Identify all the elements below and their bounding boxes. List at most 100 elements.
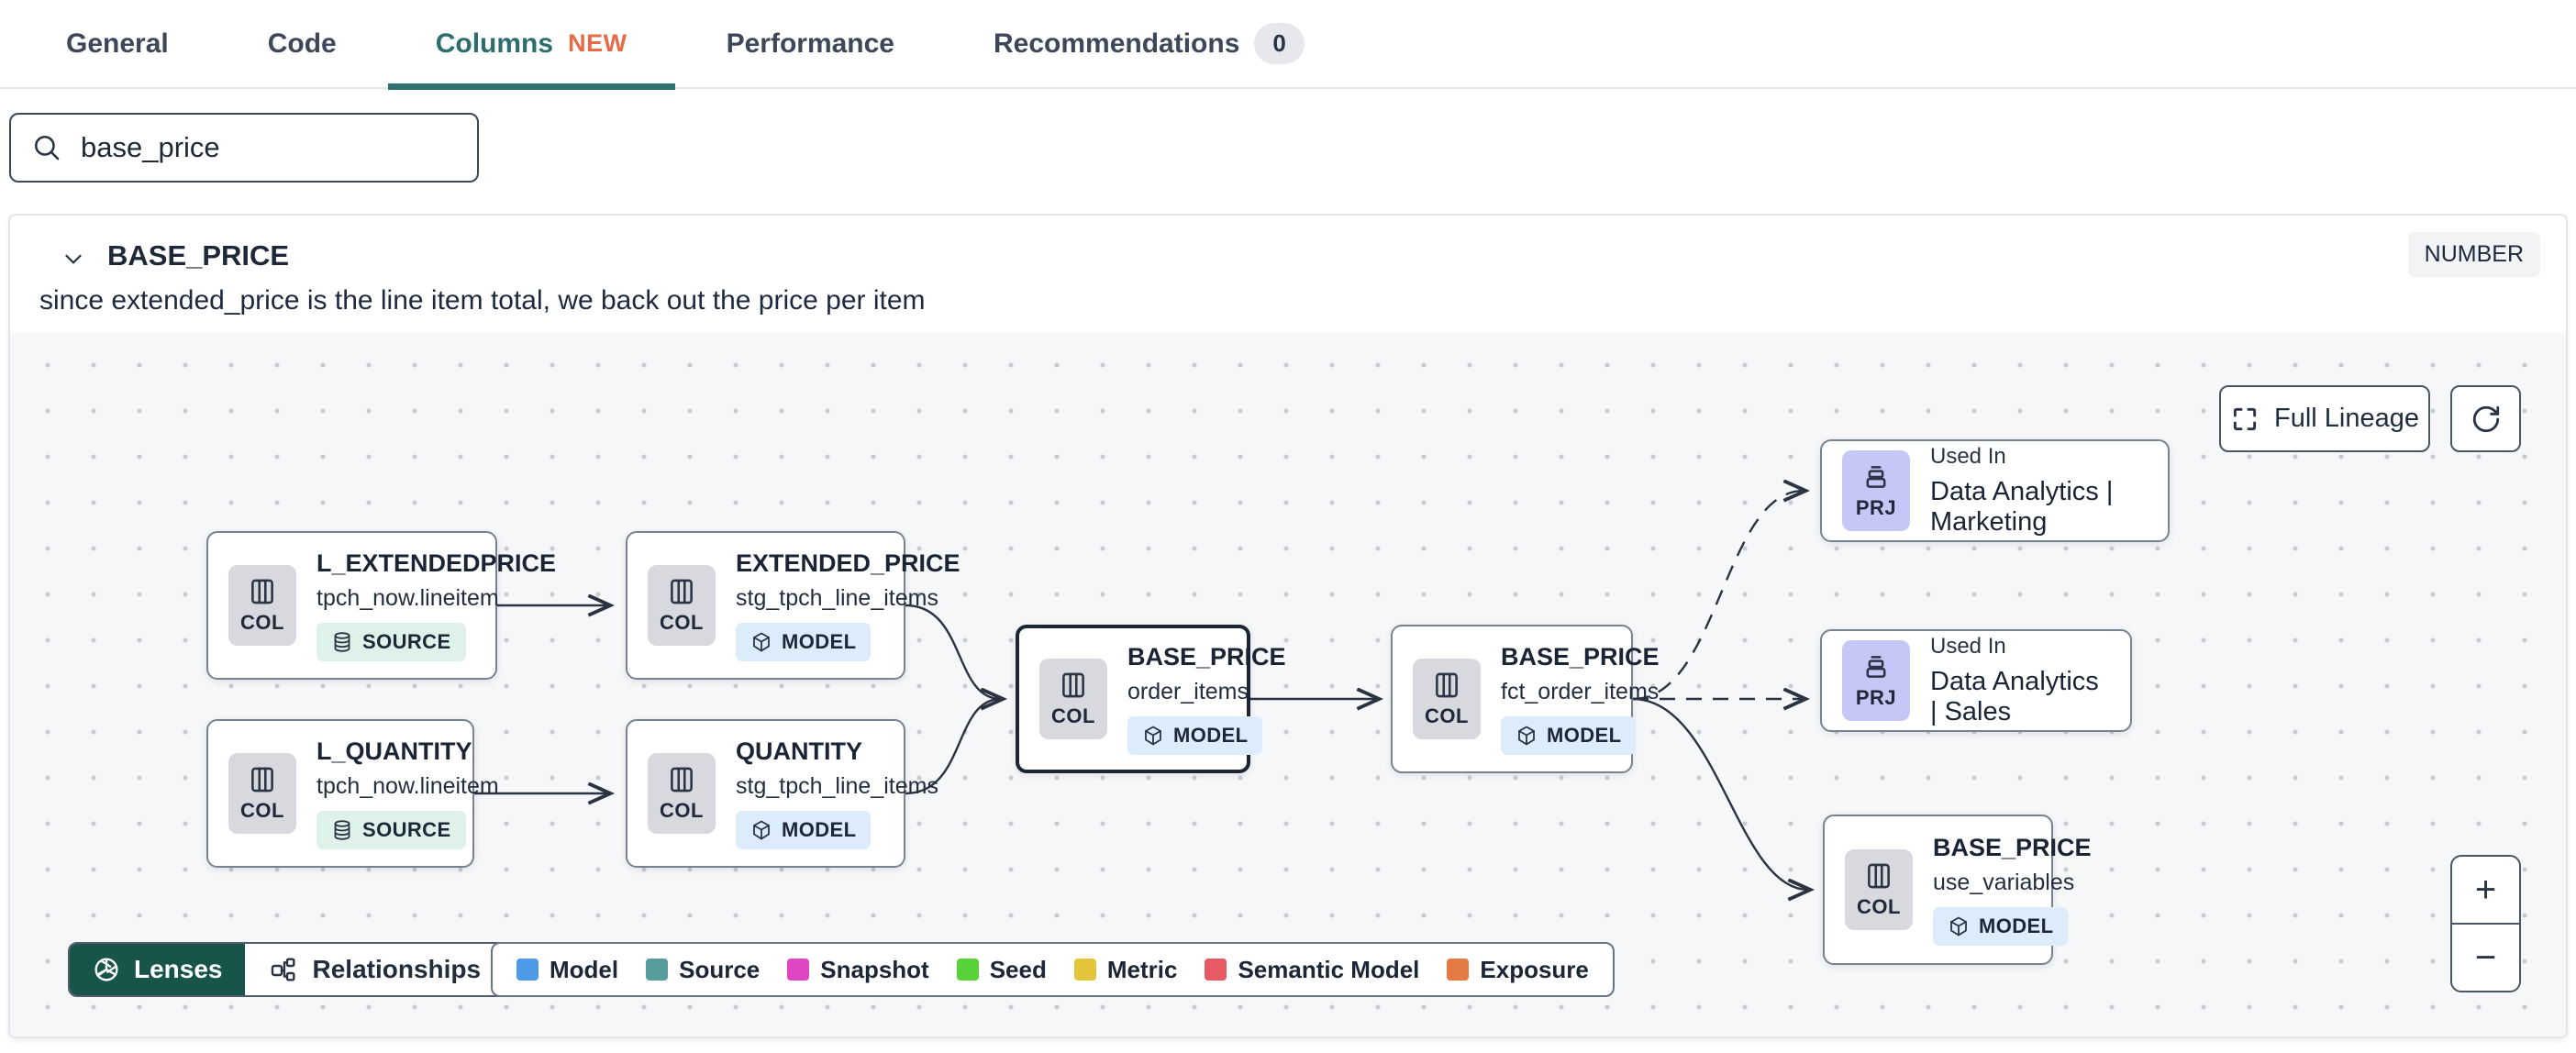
lineage-node-l-quantity[interactable]: COL L_QUANTITY tpch_now.lineitem SOURCE [206,719,499,868]
column-badge: COL [648,565,716,646]
lineage-edges [474,333,2566,1036]
node-subtitle: order_items [1127,679,1249,704]
full-lineage-button[interactable]: Full Lineage [2219,385,2430,452]
model-badge: MODEL [736,623,872,661]
legend-swatch [956,959,979,981]
legend-item-snapshot: Snapshot [787,956,929,984]
source-badge: SOURCE [316,623,466,661]
legend-swatch [1073,959,1096,981]
tab-code[interactable]: Code [268,0,337,88]
node-title: BASE_PRICE [1127,643,1286,671]
project-badge: PRJ [1842,640,1910,721]
column-card: BASE_PRICE NUMBER since extended_price i… [8,214,2568,1038]
lineage-node-base-price-order-items[interactable]: COL BASE_PRICE order_items MODEL [1016,625,1286,773]
cube-icon [753,820,770,840]
cube-icon [1518,726,1535,746]
model-badge: MODEL [736,811,872,849]
relationships-label: Relationships [312,955,482,983]
lineage-legend: Model Source Snapshot Seed Metric Semant… [491,942,1615,997]
search-row [0,89,2576,183]
chevron-down-icon[interactable] [60,245,87,272]
columns-icon [671,579,693,604]
tab-recommendations[interactable]: Recommendations 0 [994,0,1305,88]
refresh-button[interactable] [2450,385,2521,452]
lineage-node-extended-price[interactable]: COL EXTENDED_PRICE stg_tpch_line_items M… [626,531,960,680]
node-subtitle: tpch_now.lineitem [316,585,499,611]
node-title: Data Analytics | Sales [1930,667,2099,726]
legend-item-source: Source [646,956,760,984]
search-box[interactable] [9,113,479,183]
tab-columns[interactable]: Columns NEW [387,0,675,90]
tab-performance-label: Performance [726,28,894,59]
tab-general-label: General [66,28,169,59]
project-stack-icon [1866,656,1886,678]
lineage-node-quantity[interactable]: COL QUANTITY stg_tpch_line_items MODEL [626,719,938,868]
used-in-label: Used In [1930,634,2006,659]
node-subtitle: stg_tpch_line_items [736,773,938,799]
full-lineage-label: Full Lineage [2274,404,2419,433]
column-badge: COL [1845,849,1913,930]
legend-swatch [1205,959,1227,981]
model-badge: MODEL [1127,716,1263,755]
column-badge: COL [228,565,296,646]
column-description: since extended_price is the line item to… [39,285,926,316]
cube-icon [753,632,770,652]
lineage-node-used-in-marketing[interactable]: PRJ Used In Data Analytics | Marketing [1820,439,2170,542]
node-subtitle: stg_tpch_line_items [736,585,938,611]
used-in-label: Used In [1930,444,2006,469]
legend-item-model: Model [516,956,618,984]
recommendations-count-badge: 0 [1254,23,1305,64]
columns-icon [251,767,273,793]
relationships-icon [271,958,295,981]
expand-icon [2233,407,2257,430]
lenses-button[interactable]: Lenses [70,944,245,995]
lineage-graph[interactable]: COL L_EXTENDEDPRICE tpch_now.lineitem SO… [10,333,2566,1036]
column-badge: COL [228,753,296,834]
columns-icon [251,579,273,604]
legend-item-exposure: Exposure [1447,956,1589,984]
database-icon [334,632,350,652]
legend-swatch [1447,959,1470,981]
cube-icon [1145,726,1161,746]
tab-code-label: Code [267,28,337,59]
tab-performance[interactable]: Performance [727,0,894,88]
columns-icon [1868,863,1890,889]
lens-aperture-icon [94,958,118,981]
tab-general[interactable]: General [66,0,169,88]
node-title: L_QUANTITY [316,737,472,765]
legend-item-metric: Metric [1073,956,1177,984]
columns-icon [671,767,693,793]
column-badge: COL [1039,659,1107,739]
lineage-node-base-price-use-variables[interactable]: COL BASE_PRICE use_variables MODEL [1823,815,2092,965]
search-input[interactable] [81,131,457,164]
project-stack-icon [1866,466,1886,488]
columns-icon [1062,672,1084,698]
node-title: EXTENDED_PRICE [736,549,960,577]
node-title: BASE_PRICE [1933,834,2092,861]
columns-icon [1436,672,1458,698]
zoom-in-button[interactable]: + [2452,857,2519,925]
model-badge: MODEL [1501,716,1637,755]
node-title: Data Analytics | Marketing [1930,477,2114,537]
lineage-node-used-in-sales[interactable]: PRJ Used In Data Analytics | Sales [1820,629,2132,732]
legend-item-semantic-model: Semantic Model [1205,956,1419,984]
lineage-node-l-extendedprice[interactable]: COL L_EXTENDEDPRICE tpch_now.lineitem SO… [206,531,556,680]
source-badge: SOURCE [316,811,466,849]
node-subtitle: fct_order_items [1501,679,1660,704]
graph-toolbar: Lenses Relationships [68,942,546,997]
lineage-node-base-price-fct-order-items[interactable]: COL BASE_PRICE fct_order_items MODEL [1391,625,1660,773]
tab-bar: General Code Columns NEW Performance Rec… [0,0,2576,90]
node-title: BASE_PRICE [1501,643,1660,671]
cube-icon [1950,916,1967,937]
refresh-icon [2472,405,2499,432]
column-name: BASE_PRICE [107,239,290,272]
node-title: QUANTITY [736,737,862,765]
tab-recommendations-label: Recommendations [994,28,1240,59]
database-icon [334,820,350,840]
model-badge: MODEL [1933,907,2069,946]
legend-swatch [787,959,810,981]
legend-swatch [646,959,669,981]
zoom-controls: + − [2450,855,2521,992]
project-badge: PRJ [1842,450,1910,531]
zoom-out-button[interactable]: − [2474,937,2497,978]
